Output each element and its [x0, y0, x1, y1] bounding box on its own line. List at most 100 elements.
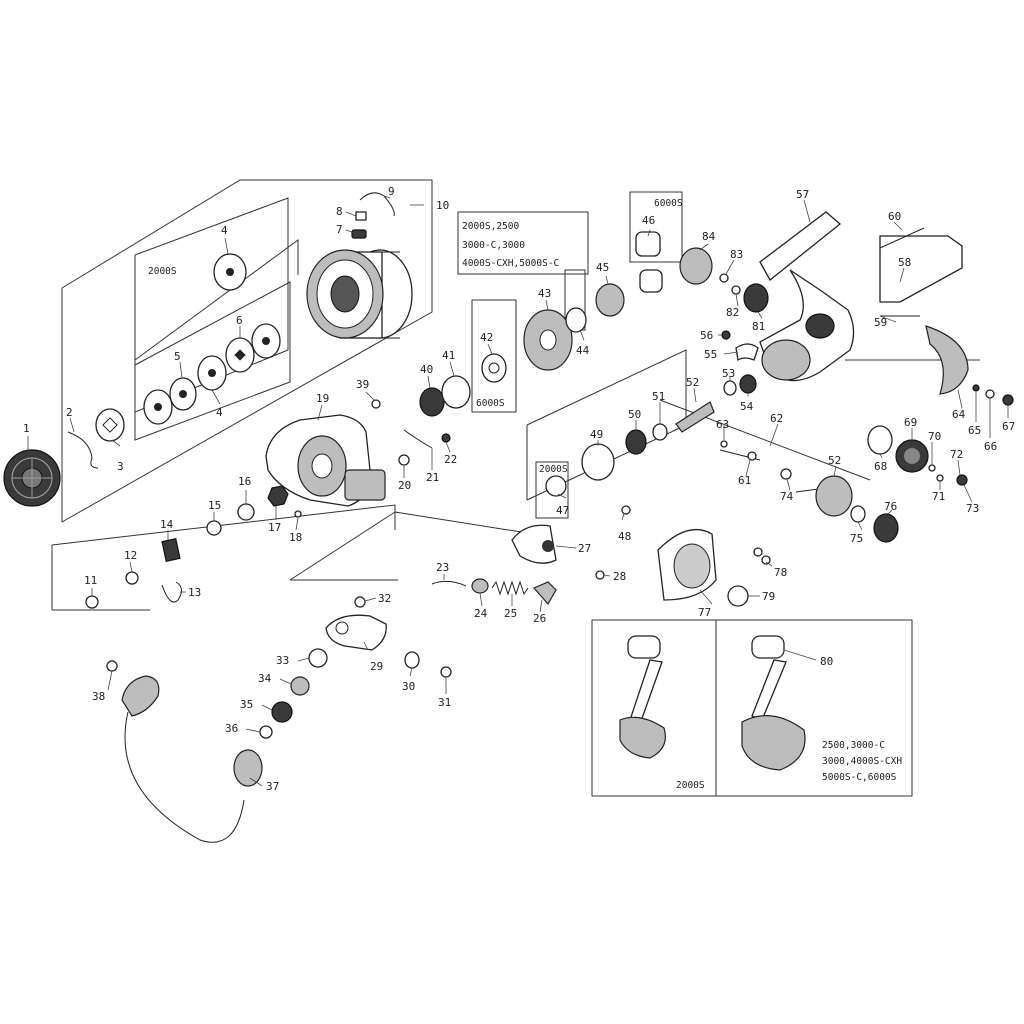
part-label-68: 68	[874, 460, 887, 473]
part-label-59: 59	[874, 316, 887, 329]
part-label-60: 60	[888, 210, 901, 223]
rotor-nut-parts	[85, 485, 302, 609]
part-number-labels: 1 2 3 4 4 5 6 7 8 9 10 11 12 13 14 15 16…	[23, 185, 1015, 793]
part-label-73: 73	[966, 502, 979, 515]
part-label-15: 15	[208, 499, 221, 512]
part-label-30: 30	[402, 680, 415, 693]
bearing-parts-45-46	[595, 231, 663, 317]
part-label-66: 66	[984, 440, 997, 453]
note-2000s-shim: 2000S	[148, 266, 177, 277]
part-label-7: 7	[336, 223, 343, 236]
rear-bearing-parts	[679, 247, 769, 313]
part-label-56: 56	[700, 329, 713, 342]
rotor-cover-parts	[511, 524, 605, 580]
part-label-24: 24	[474, 607, 488, 620]
note-2000s-47: 2000S	[539, 464, 568, 475]
part-label-49: 49	[590, 428, 603, 441]
part-label-46: 46	[642, 214, 655, 227]
bail-trip-parts	[398, 429, 451, 466]
part-label-33: 33	[276, 654, 289, 667]
bail-wire-part	[106, 660, 245, 843]
part-label-62: 62	[770, 412, 783, 425]
line-clip-parts	[351, 192, 395, 239]
part-label-61: 61	[738, 474, 751, 487]
note-spool-line-1: 2000S,2500	[462, 221, 519, 232]
part-label-6: 6	[236, 314, 243, 327]
part-label-75: 75	[850, 532, 863, 545]
part-label-21: 21	[426, 471, 439, 484]
note-6000s-46: 6000S	[654, 198, 683, 209]
part-label-8: 8	[336, 205, 343, 218]
handle-variant-frame	[591, 619, 913, 797]
shim-2000s-part	[213, 253, 247, 291]
handle-2000s-part	[619, 635, 666, 759]
variant-boxes	[457, 191, 683, 519]
oscillation-parts	[879, 227, 963, 317]
part-label-12: 12	[124, 549, 137, 562]
part-label-53: 53	[722, 367, 735, 380]
part-label-47: 47	[556, 504, 569, 517]
part-label-5: 5	[174, 350, 181, 363]
part-label-48: 48	[618, 530, 631, 543]
part-label-58: 58	[898, 256, 911, 269]
part-label-40: 40	[420, 363, 433, 376]
part-label-4b: 4	[216, 406, 223, 419]
part-label-50: 50	[628, 408, 641, 421]
part-label-57: 57	[796, 188, 809, 201]
part-label-80: 80	[820, 655, 833, 668]
part-label-72: 72	[950, 448, 963, 461]
part-label-45: 45	[596, 261, 609, 274]
part-label-54: 54	[740, 400, 754, 413]
part-label-23: 23	[436, 561, 449, 574]
part-label-22: 22	[444, 453, 457, 466]
part-label-70: 70	[928, 430, 941, 443]
body-cover-parts	[657, 528, 771, 607]
note-6000s-42: 6000S	[476, 398, 505, 409]
part-label-17: 17	[268, 521, 281, 534]
part-label-81: 81	[752, 320, 765, 333]
part-label-38: 38	[92, 690, 105, 703]
part-label-83: 83	[730, 248, 743, 261]
drag-washer-part	[95, 408, 125, 442]
part-label-3: 3	[117, 460, 124, 473]
part-label-63: 63	[716, 418, 729, 431]
part-label-82: 82	[726, 306, 739, 319]
part-label-18: 18	[289, 531, 302, 544]
note-spool-line-2: 3000-C,3000	[462, 240, 525, 251]
rotor-part	[265, 414, 386, 507]
bail-arm-parts	[325, 596, 452, 678]
part-label-10: 10	[436, 199, 449, 212]
part-label-14: 14	[160, 518, 174, 531]
part-label-2: 2	[66, 406, 73, 419]
note-handle-line-1: 2500,3000-C	[822, 740, 885, 751]
part-label-52b: 52	[828, 454, 841, 467]
part-label-51: 51	[652, 390, 665, 403]
main-gear-parts	[545, 330, 759, 515]
part-label-16: 16	[238, 475, 251, 488]
part-label-37: 37	[266, 780, 279, 793]
part-label-67: 67	[1002, 420, 1015, 433]
spool-part	[306, 249, 413, 339]
spool-group-frame	[61, 179, 433, 523]
part-label-28: 28	[613, 570, 626, 583]
body-part	[759, 211, 855, 382]
part-label-78: 78	[774, 566, 787, 579]
part-label-11: 11	[84, 574, 97, 587]
side-cover-parts	[925, 325, 1014, 406]
part-label-4a: 4	[221, 224, 228, 237]
note-handle-line-2: 3000,4000S-CXH	[822, 756, 902, 767]
drag-knob-part	[3, 449, 61, 507]
part-label-13: 13	[188, 586, 201, 599]
part-label-31: 31	[438, 696, 451, 709]
part-label-71: 71	[932, 490, 945, 503]
leader-lines	[27, 195, 1009, 787]
part-label-42: 42	[480, 331, 493, 344]
part-label-69: 69	[904, 416, 917, 429]
stopper-parts	[719, 440, 761, 461]
note-spool-line-3: 4000S-CXH,5000S-C	[462, 258, 559, 269]
drive-gear-parts	[867, 425, 968, 486]
part-label-26: 26	[533, 612, 546, 625]
part-label-32: 32	[378, 592, 391, 605]
note-handle-line-3: 5000S-C,6000S	[822, 772, 897, 783]
